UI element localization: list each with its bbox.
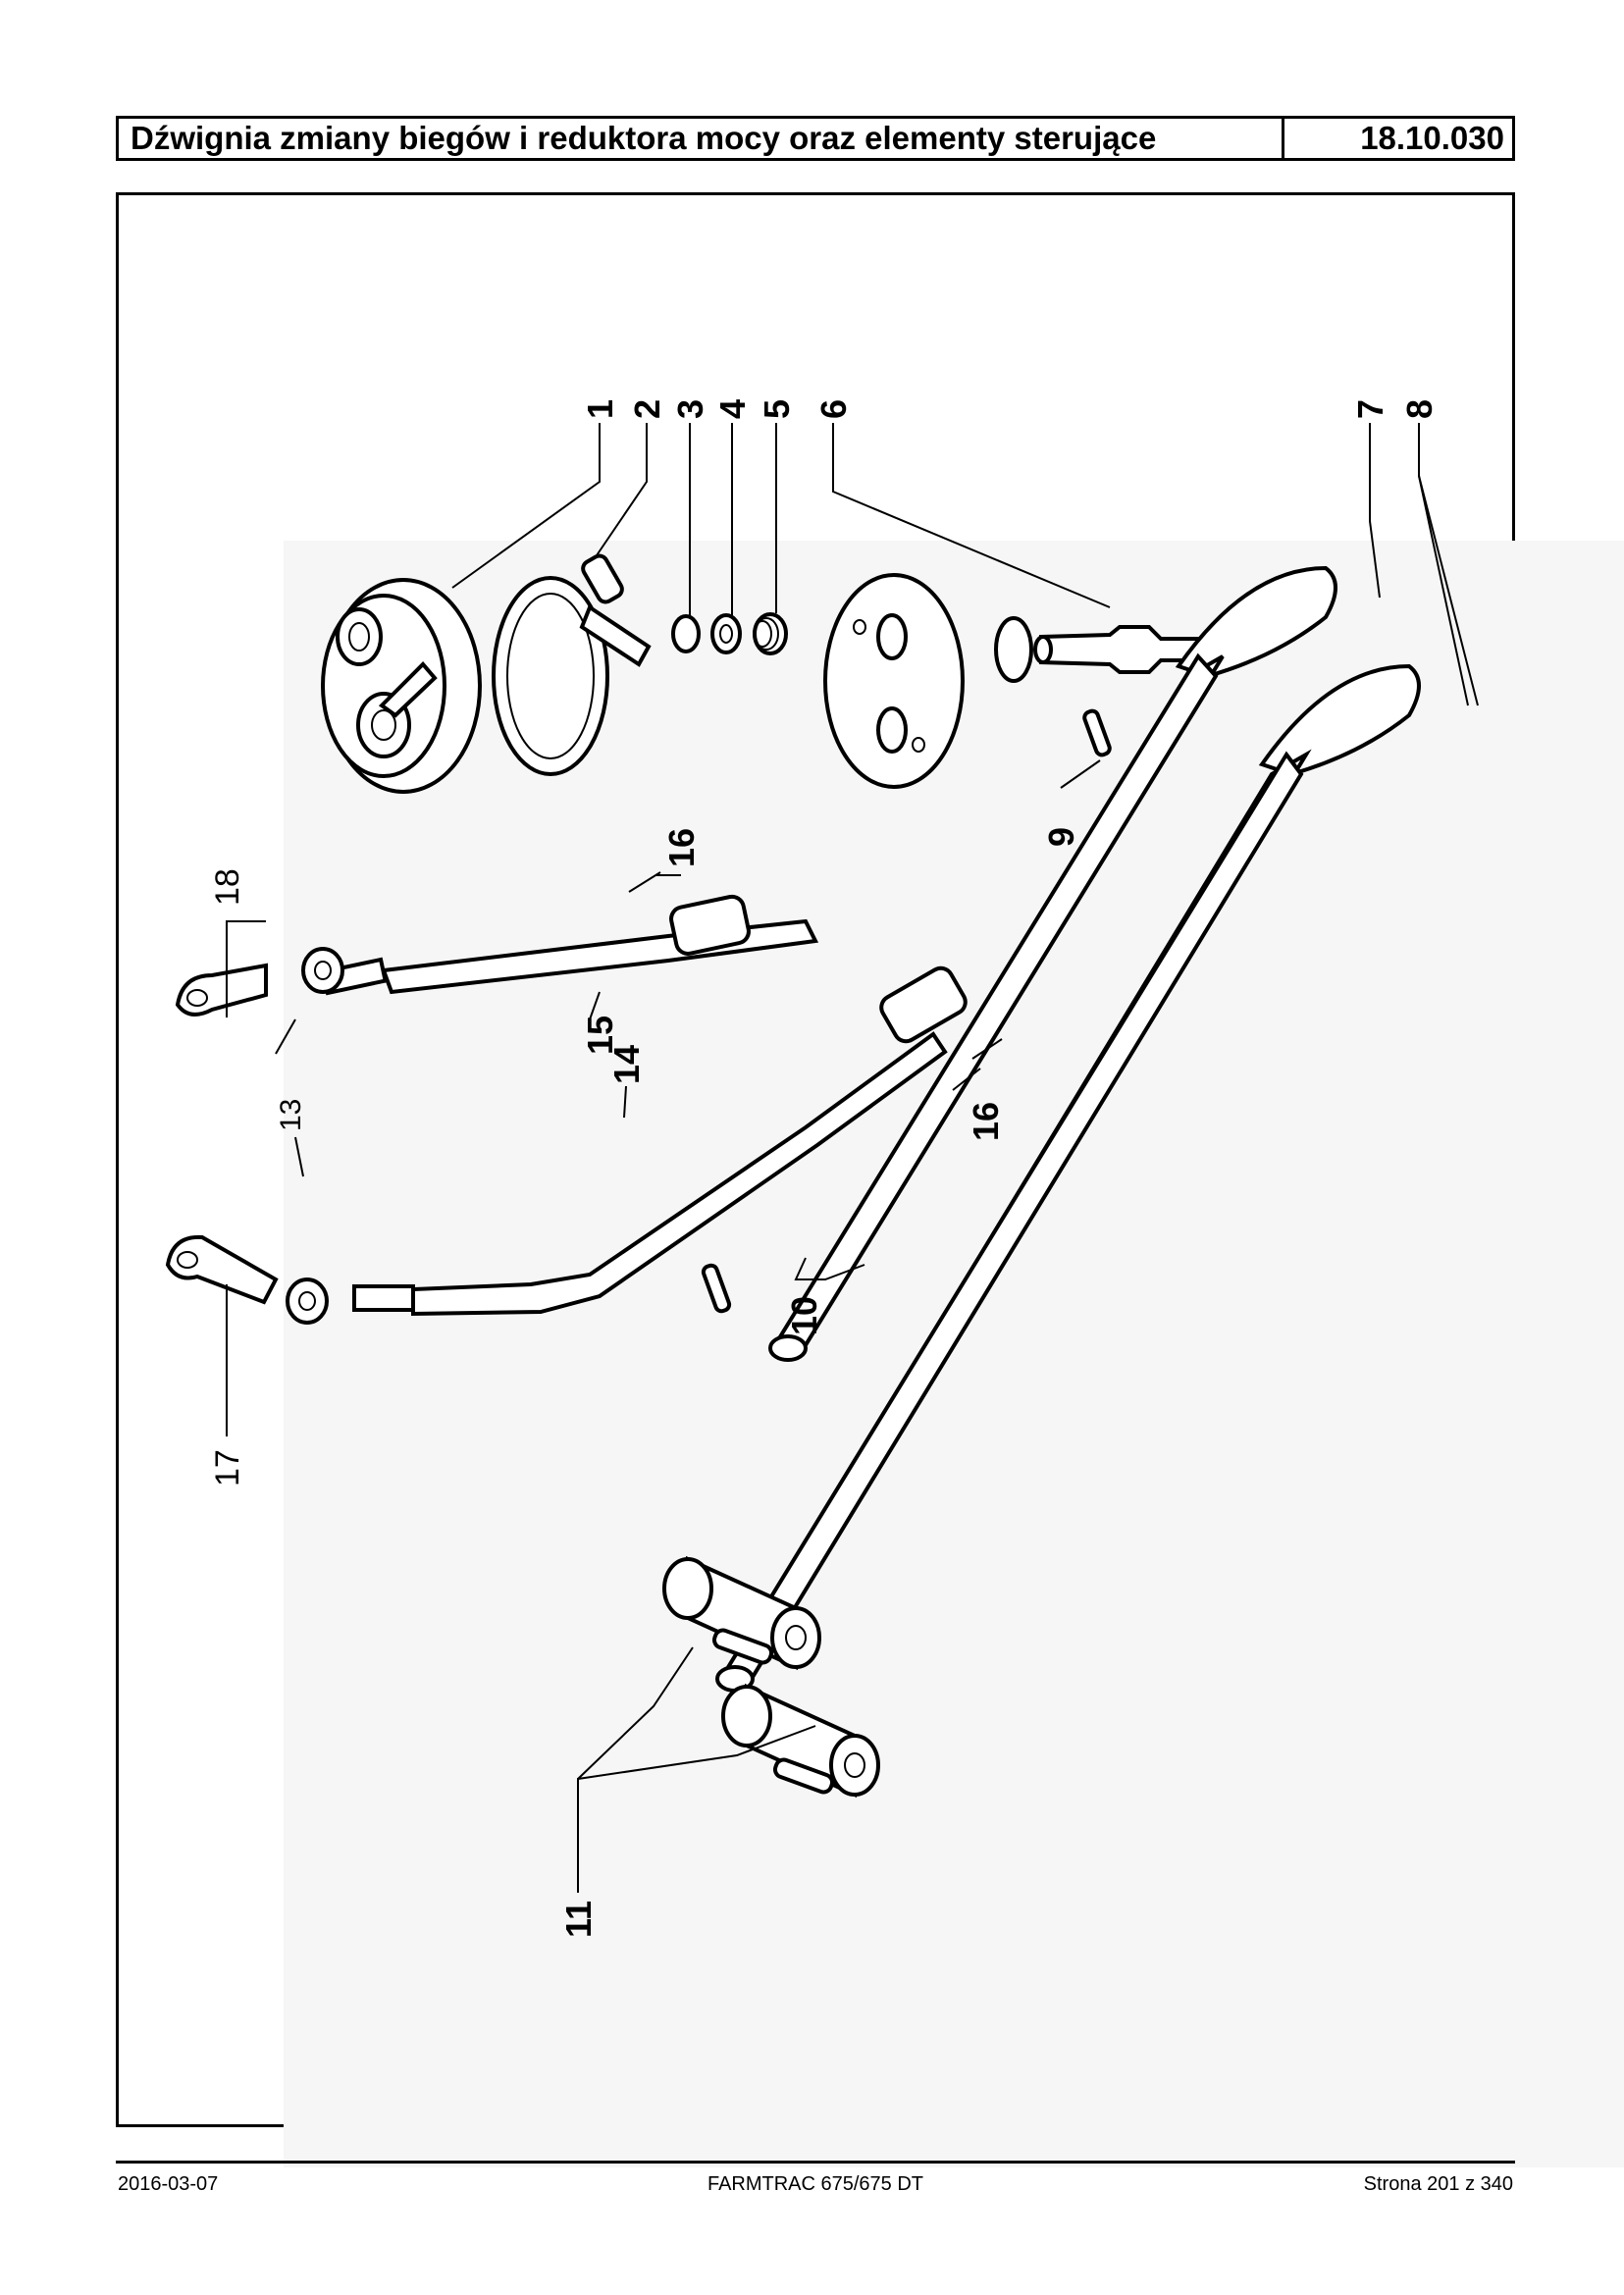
- page-footer: 2016-03-07 FARMTRAC 675/675 DT Strona 20…: [116, 2161, 1515, 2195]
- footer-model: FARMTRAC 675/675 DT: [707, 2173, 924, 2195]
- part-coupling-b: [721, 1683, 880, 1799]
- label-17: 17: [209, 1449, 246, 1487]
- part-rod-15: [320, 894, 819, 996]
- leader-lines: [226, 423, 1479, 1893]
- part-spring: [753, 612, 788, 655]
- label-11: 11: [558, 1901, 599, 1938]
- part-lever-7: [768, 565, 1337, 1362]
- part-hose-clamp: [492, 553, 652, 776]
- part-pin-9: [1082, 708, 1112, 757]
- label-16-a: 16: [661, 828, 702, 867]
- label-13: 13: [275, 1099, 307, 1131]
- part-snap-ring: [671, 614, 701, 653]
- part-rod-14: [352, 965, 968, 1317]
- label-4: 4: [712, 399, 753, 419]
- part-lever-8: [715, 663, 1421, 1693]
- part-pin-10: [701, 1263, 732, 1314]
- label-9: 9: [1041, 827, 1081, 847]
- part-nut-b: [286, 1278, 329, 1325]
- label-8: 8: [1399, 399, 1440, 419]
- label-2: 2: [627, 399, 667, 419]
- part-nut-a: [301, 947, 344, 994]
- part-ball-joint-18: [175, 963, 268, 1017]
- part-coupling-a: [662, 1555, 821, 1671]
- part-washer: [710, 613, 742, 654]
- section-code: 18.10.030: [1360, 120, 1504, 156]
- label-1: 1: [580, 399, 620, 419]
- label-16-b: 16: [966, 1102, 1006, 1141]
- diagram-frame: 1 2 3 4 5 6 7 8 9 10 11 13 14 15 16 16 1…: [116, 192, 1624, 2167]
- label-14: 14: [606, 1045, 647, 1084]
- part-pin-16a: [628, 871, 661, 893]
- label-15: 15: [580, 1016, 620, 1055]
- part-cover-plate: [823, 573, 1033, 789]
- page-title: Dźwignia zmiany biegów i reduktora mocy …: [119, 119, 1284, 158]
- footer-page-number: Strona 201 z 340: [1363, 2173, 1513, 2195]
- label-7: 7: [1350, 399, 1390, 419]
- diagram-background: [284, 541, 1624, 2167]
- part-housing: [321, 578, 482, 794]
- label-5: 5: [757, 399, 797, 419]
- exploded-parts-diagram: 1 2 3 4 5 6 7 8 9 10 11 13 14 15 16 16 1…: [165, 399, 1479, 1938]
- footer-date: 2016-03-07: [118, 2173, 219, 2195]
- part-ball-joint-17: [165, 1234, 279, 1305]
- part-pin-16b: [971, 1038, 1003, 1060]
- label-3: 3: [670, 399, 710, 419]
- label-18: 18: [209, 868, 246, 906]
- label-6: 6: [813, 399, 854, 419]
- label-10: 10: [784, 1296, 824, 1335]
- part-labels: 1 2 3 4 5 6 7 8 9 10 11 13 14 15 16 16 1…: [209, 399, 1440, 1938]
- header-bar: Dźwignia zmiany biegów i reduktora mocy …: [116, 116, 1515, 161]
